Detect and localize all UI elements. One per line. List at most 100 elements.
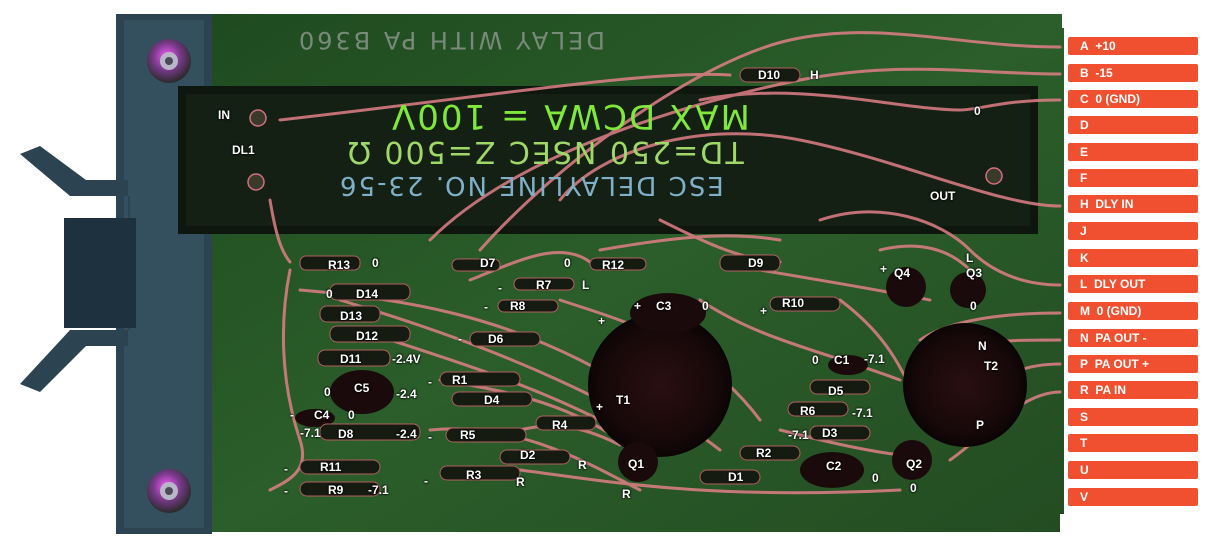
label-d10-h: H bbox=[810, 68, 819, 82]
label-d1: D1 bbox=[728, 470, 744, 484]
label-q4-plus: + bbox=[880, 262, 888, 276]
delay-line-text-1: MAX DCWA = 100V bbox=[390, 96, 750, 136]
label-t1-plus: + bbox=[596, 400, 604, 414]
label-c3: C3 bbox=[656, 299, 672, 313]
delay-in-label: IN bbox=[218, 108, 230, 122]
label-c4: C4 bbox=[314, 408, 330, 422]
label-q3-l: L bbox=[966, 251, 974, 265]
pin-s-label: S bbox=[1080, 410, 1089, 424]
pin-u-label: U bbox=[1080, 463, 1089, 477]
label-p: P bbox=[976, 418, 985, 432]
label-r9-minus: - bbox=[284, 484, 288, 498]
label-r2: R2 bbox=[756, 446, 772, 460]
transistor-q1 bbox=[618, 442, 658, 482]
label-r8: R8 bbox=[510, 299, 526, 313]
label-c5: C5 bbox=[354, 381, 370, 395]
label-d11: D11 bbox=[340, 352, 362, 366]
pin-p-label: P PA OUT + bbox=[1080, 357, 1150, 371]
capacitor-c1 bbox=[828, 355, 868, 375]
pin-a-label: A +10 bbox=[1080, 39, 1116, 53]
mounting-bracket bbox=[20, 14, 212, 534]
label-r13-0: 0 bbox=[372, 256, 379, 270]
pin-b-label: B -15 bbox=[1080, 66, 1113, 80]
delay-out-label: OUT bbox=[930, 189, 956, 203]
delay-line-text-3: ESC DELAYLINE NO. 23-56 bbox=[338, 170, 724, 200]
label-d13: D13 bbox=[340, 309, 363, 323]
label-v71-b: -7.1 bbox=[788, 428, 809, 442]
label-r8-minus: - bbox=[484, 300, 488, 314]
label-d5: D5 bbox=[828, 384, 844, 398]
resistors-diodes bbox=[299, 67, 871, 497]
label-r-b: R bbox=[516, 475, 525, 489]
capacitor-c3 bbox=[630, 293, 706, 333]
label-r3-minus: - bbox=[424, 474, 428, 488]
transistor-q4 bbox=[886, 267, 926, 307]
pin-f-label: F bbox=[1080, 171, 1088, 185]
label-c5-0: 0 bbox=[324, 385, 331, 399]
silkscreen-title: DELAY WITH PA B360 bbox=[296, 26, 605, 54]
screw-top bbox=[147, 39, 191, 83]
pin-v-label: V bbox=[1080, 490, 1089, 504]
label-d14: D14 bbox=[356, 287, 379, 301]
label-r7: R7 bbox=[536, 278, 552, 292]
label-gnd-top: 0 bbox=[974, 104, 981, 118]
label-c2: C2 bbox=[826, 459, 842, 473]
label-c3-plus: + bbox=[634, 299, 642, 313]
pin-j-label: J bbox=[1080, 224, 1087, 238]
label-t2: T2 bbox=[984, 359, 999, 373]
label-r1: R1 bbox=[452, 373, 468, 387]
capacitor-c5 bbox=[330, 370, 394, 414]
label-d7: D7 bbox=[480, 256, 496, 270]
lead-pads bbox=[247, 109, 1003, 191]
transistor-q2 bbox=[892, 440, 932, 480]
label-d9: D9 bbox=[748, 256, 764, 270]
label-q2: Q2 bbox=[906, 457, 923, 471]
label-r3: R3 bbox=[466, 468, 482, 482]
label-r5: R5 bbox=[460, 428, 476, 442]
label-r11-minus: - bbox=[284, 462, 288, 476]
capacitor-c4 bbox=[295, 409, 335, 427]
label-v24-b: -2.4 bbox=[396, 427, 417, 441]
pin-n-label: N PA OUT - bbox=[1080, 331, 1147, 345]
label-d8: D8 bbox=[338, 427, 354, 441]
label-r13: R13 bbox=[328, 258, 351, 272]
label-q3-0: 0 bbox=[970, 299, 977, 313]
label-r-a: R bbox=[578, 458, 587, 472]
label-d14-0: 0 bbox=[326, 287, 333, 301]
label-v71-a: -7.1 bbox=[300, 426, 321, 440]
label-n: N bbox=[978, 339, 987, 353]
label-r6: R6 bbox=[800, 404, 816, 418]
edge-connector-pads bbox=[1068, 37, 1198, 506]
label-c3-0: 0 bbox=[702, 299, 709, 313]
pin-l-label: L DLY OUT bbox=[1080, 277, 1146, 291]
pin-k-label: K bbox=[1080, 251, 1089, 265]
pin-d-label: D bbox=[1080, 118, 1089, 132]
pin-h-label: H DLY IN bbox=[1080, 197, 1134, 211]
pin-r-label: R PA IN bbox=[1080, 383, 1127, 397]
label-c1-v: -7.1 bbox=[864, 352, 885, 366]
label-q1-r: R bbox=[622, 487, 631, 501]
label-c4-0: 0 bbox=[348, 408, 355, 422]
label-c5-v: -2.4 bbox=[396, 387, 417, 401]
label-d10: D10 bbox=[758, 68, 781, 82]
label-q3: Q3 bbox=[966, 266, 983, 280]
label-r5-minus: - bbox=[428, 430, 432, 444]
screw-bottom bbox=[147, 469, 191, 513]
label-q1: Q1 bbox=[628, 457, 645, 471]
label-c2-0: 0 bbox=[872, 471, 879, 485]
label-c1-0: 0 bbox=[812, 353, 819, 367]
label-d4: D4 bbox=[484, 393, 500, 407]
label-r10-plus: + bbox=[760, 304, 768, 318]
label-d6: D6 bbox=[488, 332, 504, 346]
label-q2-0: 0 bbox=[910, 481, 917, 495]
delay-line-module bbox=[178, 86, 1038, 234]
label-r4: R4 bbox=[552, 418, 568, 432]
label-v24: -2.4V bbox=[392, 352, 421, 366]
label-r7-minus: - bbox=[498, 281, 502, 295]
label-d3: D3 bbox=[822, 426, 838, 440]
delay-line-ref-label: DL1 bbox=[232, 143, 255, 157]
label-c4-minus: - bbox=[290, 408, 294, 422]
label-d2: D2 bbox=[520, 448, 536, 462]
pin-e-label: E bbox=[1080, 145, 1089, 159]
